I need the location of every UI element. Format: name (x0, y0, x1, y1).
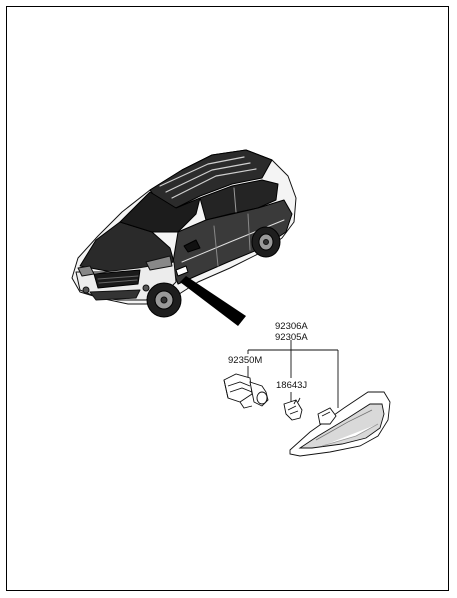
callout-lines (247, 340, 339, 408)
suv-illustration (71, 149, 297, 318)
socket-icon (223, 373, 269, 409)
part-number-bulb: 18643J (276, 380, 308, 391)
side-marker-lamp-icon (289, 391, 391, 457)
bulb-icon (283, 397, 303, 421)
part-number-assembly-rh: 92306A (275, 321, 308, 332)
part-number-socket: 92350M (228, 355, 263, 366)
leader-wedge (180, 276, 246, 326)
diagram-frame (6, 6, 449, 591)
part-number-assembly-lh: 92305A (275, 332, 308, 343)
